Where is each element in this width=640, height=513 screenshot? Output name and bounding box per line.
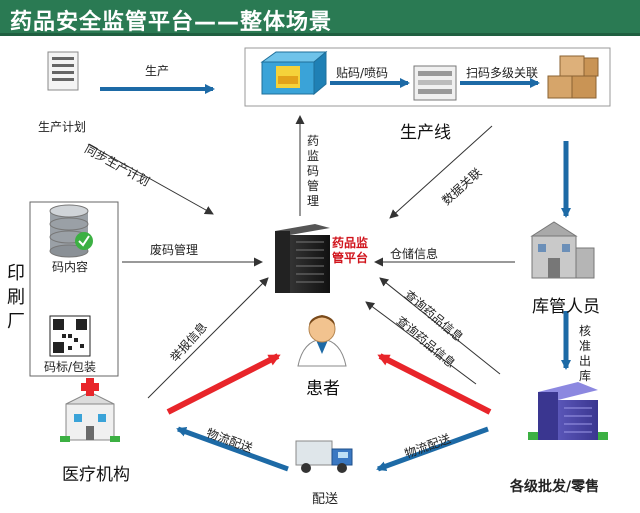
warehouse-building-icon: [530, 221, 595, 279]
arrow-sync-plan: [87, 143, 214, 215]
label-sticker: 贴码/喷码: [336, 66, 389, 80]
label-hospital: 医疗机构: [62, 465, 130, 485]
label-storage-info: 仓储信息: [390, 247, 439, 261]
server-icon: [275, 224, 330, 293]
label-production-line: 生产线: [400, 123, 451, 143]
qr-code-icon: [49, 315, 91, 357]
label-verify: 核准出库: [578, 324, 591, 383]
label-waste-code: 废码管理: [150, 243, 199, 257]
label-production-plan: 生产计划: [38, 120, 87, 134]
page-title: 药品安全监管平台——整体场景: [10, 10, 333, 35]
label-delivery: 配送: [312, 492, 339, 507]
cartons-icon: [547, 55, 599, 99]
arrow-logistics-right: [376, 426, 489, 472]
label-patient: 患者: [306, 379, 340, 399]
document-icon: [47, 51, 79, 91]
arrow-query2: [365, 301, 477, 385]
label-code-pack: 码标/包装: [44, 360, 97, 374]
label-scan-assoc: 扫码多级关联: [466, 66, 539, 80]
label-warehouse: 库管人员: [532, 297, 600, 317]
barcode-label-icon: [413, 65, 457, 101]
label-production: 生产: [145, 64, 170, 78]
arrow-data-assoc: [389, 125, 493, 219]
label-code-mgmt: 药监码管理: [306, 134, 319, 208]
patient-icon: [297, 315, 347, 367]
label-printing: 印刷厂: [7, 263, 25, 332]
arrow-report: [147, 277, 269, 399]
hospital-icon: [60, 378, 120, 442]
label-code-content: 码内容: [52, 260, 89, 274]
database-icon: [49, 204, 93, 258]
machine-icon: [260, 50, 328, 96]
label-wholesale: 各级批发/零售: [510, 479, 600, 495]
wholesale-building-icon: [528, 382, 608, 440]
arrow-red-hospital: [166, 353, 281, 415]
title-bar: 药品安全监管平台——整体场景: [0, 0, 640, 36]
label-platform: 药品监管平台: [331, 236, 368, 265]
diagram-stage: 生产 生产计划 贴码/喷码 扫码多级关联 生产线 同步生产计划 药监码管理 数据…: [0, 36, 640, 513]
truck-icon: [295, 440, 353, 473]
diagram-canvas: [29, 47, 611, 473]
arrow-red-wholesale: [377, 353, 492, 415]
arrow-query1: [379, 277, 501, 375]
arrow-logistics-left: [176, 426, 289, 472]
